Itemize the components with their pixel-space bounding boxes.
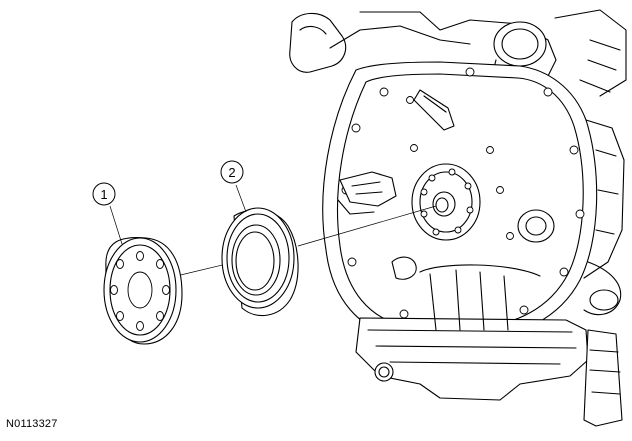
crankshaft-hub: [411, 163, 481, 241]
part-1-seal-cover: [103, 237, 183, 345]
callout-1: 1: [92, 182, 123, 245]
callout-1-label: 1: [100, 187, 107, 202]
callout-2-label: 2: [228, 165, 235, 180]
plate-bolts: [341, 67, 585, 319]
callout-2: 2: [220, 160, 247, 213]
engine-block: [289, 9, 627, 427]
figure-code: N0113327: [6, 418, 58, 430]
part-2-rear-oil-seal: [221, 207, 299, 317]
